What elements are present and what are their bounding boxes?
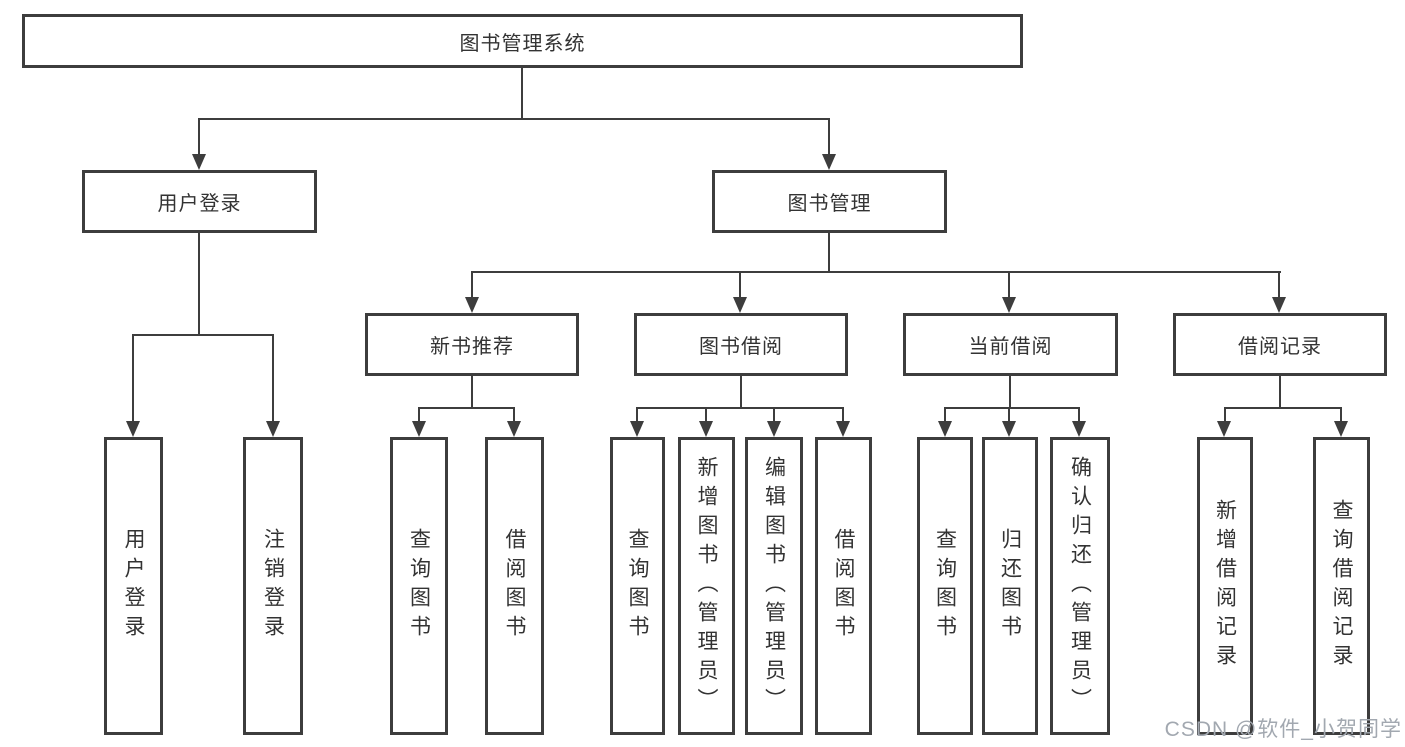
arrow-down-icon [126,421,140,437]
connector-line [418,407,515,409]
connector-line [1224,407,1342,409]
leaf-user-login: 用户登录 [104,437,163,735]
node-label: 图书管理 [787,193,872,215]
connector-line [1008,407,1010,421]
arrow-down-icon [1272,297,1286,313]
arrow-down-icon [465,297,479,313]
arrow-down-icon [836,421,850,437]
leaf-borrow-books-recommend: 借阅图书 [485,437,544,735]
connector-line [418,407,420,421]
connector-line [471,376,473,407]
connector-line [1008,271,1010,297]
node-label: 图书借阅 [699,336,783,358]
connector-line [740,376,742,407]
arrow-down-icon [822,154,836,170]
leaf-confirm-return-admin: 确认归还（管理员） [1050,437,1110,735]
arrow-down-icon [1002,297,1016,313]
arrow-down-icon [733,297,747,313]
connector-line [1078,407,1080,421]
node-label: 借阅图书 [503,528,526,644]
connector-line [944,407,946,421]
connector-line [944,407,1080,409]
leaf-query-books-recommend: 查询图书 [390,437,448,735]
connector-line [739,271,741,297]
connector-line [1224,407,1226,421]
arrow-down-icon [412,421,426,437]
connector-line [513,407,515,421]
node-label: 编辑图书（管理员） [762,455,786,717]
connector-line [471,271,1281,273]
node-borrow-records: 借阅记录 [1173,313,1387,376]
connector-line [198,233,200,334]
connector-line [1340,407,1342,421]
node-label: 查询借阅记录 [1330,499,1353,673]
connector-line [842,407,844,421]
leaf-query-borrow-record: 查询借阅记录 [1313,437,1370,735]
connector-line [828,233,830,272]
arrow-down-icon [767,421,781,437]
node-label: 用户登录 [122,528,145,644]
node-label: 查询图书 [407,528,431,644]
connector-line [636,407,638,421]
connector-line [132,334,274,336]
connector-line [521,68,523,118]
arrow-down-icon [1217,421,1231,437]
arrow-down-icon [192,154,206,170]
connector-line [705,407,707,421]
leaf-return-books: 归还图书 [982,437,1038,735]
node-current-borrow: 当前借阅 [903,313,1118,376]
node-user-login: 用户登录 [82,170,317,233]
connector-line [1278,271,1280,297]
connector-line [1009,376,1011,407]
node-label: 新增图书（管理员） [695,455,718,717]
connector-line [471,271,473,297]
node-label: 新增借阅记录 [1213,499,1237,673]
node-label: 当前借阅 [968,336,1053,358]
leaf-query-books-current: 查询图书 [917,437,973,735]
arrow-down-icon [1002,421,1016,437]
node-label: 借阅记录 [1238,336,1322,358]
node-book-borrow: 图书借阅 [634,313,848,376]
node-book-management: 图书管理 [712,170,947,233]
arrow-down-icon [1072,421,1086,437]
connector-line [1279,376,1281,407]
connector-line [198,118,200,154]
arrow-down-icon [630,421,644,437]
node-label: 用户登录 [157,193,242,215]
connector-line [773,407,775,421]
arrow-down-icon [266,421,280,437]
node-label: 确认归还（管理员） [1068,455,1092,717]
node-label: 借阅图书 [832,528,855,644]
node-label: 新书推荐 [430,336,514,358]
leaf-edit-books-admin: 编辑图书（管理员） [745,437,803,735]
connector-line [132,334,134,421]
node-label: 查询图书 [626,528,649,644]
connector-line [636,407,844,409]
node-label: 注销登录 [261,528,285,644]
csdn-watermark: CSDN @软件_小贺同学 [1164,718,1402,741]
node-label: 查询图书 [933,528,957,644]
leaf-logout: 注销登录 [243,437,303,735]
arrow-down-icon [938,421,952,437]
leaf-add-books-admin: 新增图书（管理员） [678,437,735,735]
connector-line [828,118,830,154]
node-label: 归还图书 [998,528,1022,644]
arrow-down-icon [699,421,713,437]
arrow-down-icon [1334,421,1348,437]
connector-line [198,118,830,120]
connector-line [272,334,274,421]
node-library-management-system: 图书管理系统 [22,14,1023,68]
leaf-borrow-books: 借阅图书 [815,437,872,735]
node-new-book-recommend: 新书推荐 [365,313,579,376]
leaf-query-books-borrow: 查询图书 [610,437,665,735]
node-label: 图书管理系统 [459,32,586,55]
leaf-add-borrow-record: 新增借阅记录 [1197,437,1253,735]
arrow-down-icon [507,421,521,437]
